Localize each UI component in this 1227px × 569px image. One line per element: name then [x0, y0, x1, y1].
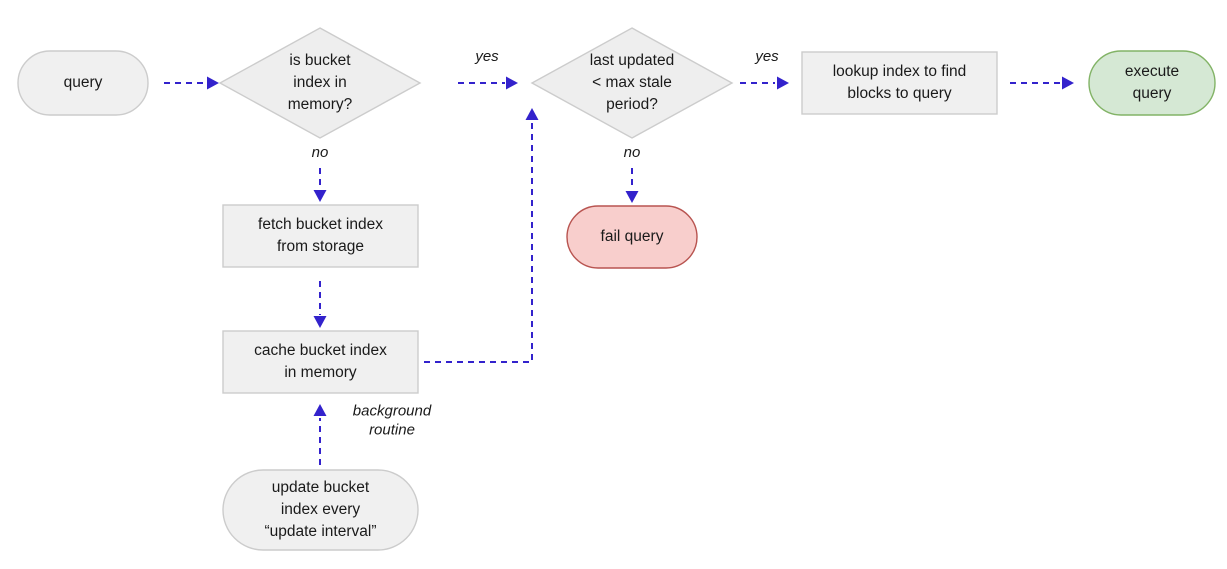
edge-label-is-bucket-index-yes-to-last-updated: yes: [474, 48, 499, 65]
edge-label-is-bucket-index-no-to-fetch: no: [312, 144, 329, 161]
edge-is-bucket-index-yes-to-last-updated: [458, 76, 518, 90]
edge-arrowhead: [313, 190, 327, 202]
edge-cache-to-last-updated: [424, 108, 539, 363]
edge-last-updated-yes-to-lookup: [740, 76, 789, 90]
edge-update-interval-to-cache: [313, 404, 327, 465]
process-shape[interactable]: [801, 51, 998, 115]
process-shape[interactable]: [222, 204, 419, 268]
edge-query-to-is-bucket-index: [164, 76, 219, 90]
node-query[interactable]: query: [17, 50, 149, 116]
edge-arrowhead: [777, 76, 789, 90]
edge-label-last-updated-no-to-fail-query: no: [624, 144, 641, 161]
decision-shape[interactable]: [530, 27, 734, 139]
edge-arrowhead: [207, 76, 219, 90]
terminator-shape[interactable]: [17, 50, 149, 116]
node-fail-query[interactable]: fail query: [566, 205, 698, 269]
terminator-shape[interactable]: [1088, 50, 1216, 116]
edge-line: [424, 121, 533, 363]
edges-layer: [164, 76, 1074, 465]
edge-label-last-updated-yes-to-lookup: yes: [754, 48, 779, 65]
edge-last-updated-no-to-fail-query: [625, 168, 639, 203]
edge-fetch-to-cache: [313, 281, 327, 328]
decision-shape[interactable]: [218, 27, 422, 139]
edge-is-bucket-index-no-to-fetch: [313, 168, 327, 202]
terminator-shape[interactable]: [566, 205, 698, 269]
node-label: fail query: [601, 228, 664, 245]
edge-lookup-to-execute-query: [1010, 76, 1074, 90]
node-label: query: [64, 74, 103, 91]
process-shape[interactable]: [222, 330, 419, 394]
edge-arrowhead: [1062, 76, 1074, 90]
edge-arrowhead: [625, 191, 639, 203]
edge-arrowhead: [525, 108, 539, 120]
edge-arrowhead: [313, 404, 327, 416]
edge-arrowhead: [313, 316, 327, 328]
terminator-shape[interactable]: [222, 469, 419, 551]
edge-arrowhead: [506, 76, 518, 90]
